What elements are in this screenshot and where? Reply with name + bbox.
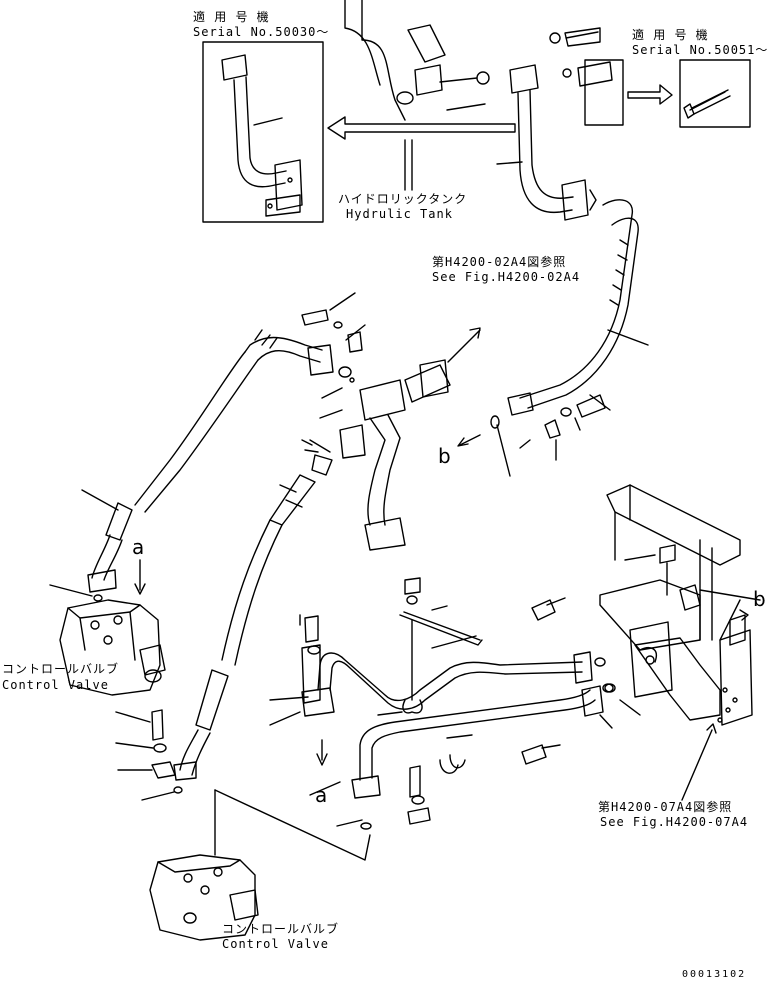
- serial-right-en: Serial No.50051～: [632, 43, 769, 57]
- ref-lower-jp: 第H4200-07A4図参照: [598, 800, 733, 814]
- marker-a-lower: a: [315, 783, 328, 807]
- lower-pipe-assembly: [269, 577, 614, 825]
- tank-label-jp: ハイドロリックタンク: [338, 192, 468, 206]
- center-manifold: [338, 327, 481, 551]
- upper-suction-pipe: [446, 27, 624, 221]
- control-valve-bottom: [149, 789, 372, 941]
- marker-b-right: b: [753, 587, 766, 611]
- drawing-number: 00013102: [682, 969, 747, 980]
- serial-left-jp: 適 用 号 機: [193, 10, 270, 24]
- inset-box-right: [679, 59, 751, 128]
- cv-left-jp: コントロールバルブ: [2, 662, 120, 676]
- leader-lines: [309, 292, 531, 477]
- suction-hose: [507, 189, 649, 416]
- hose-to-bottom-control-valve: [173, 439, 333, 781]
- bolt-set-right: [544, 394, 611, 461]
- right-bracket-assembly: [599, 484, 761, 801]
- ref-upper-en: See Fig.H4200-02A4: [432, 270, 581, 284]
- hose-to-left-control-valve: [81, 309, 363, 593]
- control-valve-left: [49, 559, 166, 696]
- arrow-to-left-inset: [327, 116, 516, 191]
- inset-box-left: [202, 41, 324, 223]
- serial-left-en: Serial No.50030～: [193, 25, 330, 39]
- bolt-set-lower-left: [115, 709, 183, 801]
- arrow-to-right-inset: [627, 84, 673, 105]
- cv-left-en: Control Valve: [2, 678, 109, 692]
- cv-bottom-en: Control Valve: [222, 937, 329, 951]
- marker-a-upper: a: [132, 535, 145, 559]
- ref-upper-jp: 第H4200-02A4図参照: [432, 255, 567, 269]
- hydraulic-tank-wall: [344, 0, 490, 121]
- ref-lower-en: See Fig.H4200-07A4: [600, 815, 749, 829]
- cv-bottom-jp: コントロールバルブ: [222, 922, 340, 936]
- marker-b-left: b: [438, 444, 451, 468]
- serial-right-jp: 適 用 号 機: [632, 28, 709, 42]
- tank-label-en: Hydrulic Tank: [346, 207, 453, 221]
